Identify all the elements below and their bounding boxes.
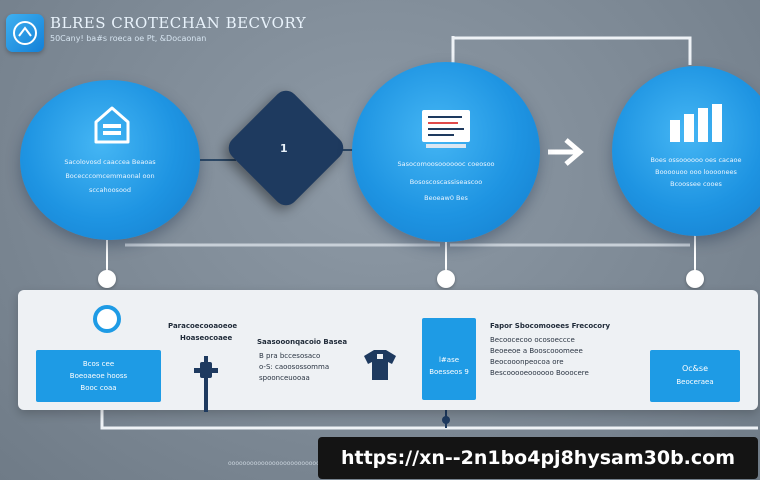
circle-1-line-2: Bocecccomcemmaonal oon xyxy=(65,172,155,180)
left-step-box: Bcos cee Boeoaeoe hooss Booc coaa xyxy=(36,350,161,402)
col1-subheading: Hoaseocoaee xyxy=(180,334,233,342)
bar-chart-icon xyxy=(670,104,722,142)
circle-3-line-3: Bcoossee cooes xyxy=(670,180,722,188)
step-circle-2: Sasocomoosooooooc coeosoo Bososcoscassis… xyxy=(352,62,540,242)
page-subtitle: 50Cany! ba#s roeca oe Pt, &Docaonan xyxy=(50,34,207,43)
circle-3-line-2: Boooouoo ooo loooonees xyxy=(655,168,737,176)
connector-node-1 xyxy=(98,270,116,288)
mid-step-box: l#ase Boesseos 9 xyxy=(422,318,476,400)
col3-line-1: Becoocecoo ocosoeccce xyxy=(490,336,575,344)
person-icon xyxy=(364,350,396,380)
col1-heading: Paracoecooaoeoe xyxy=(168,322,238,330)
col2-line-2: o-S: caoosossomma xyxy=(259,363,330,371)
left-box-line-1: Bcos cee xyxy=(82,360,115,368)
left-box-line-2: Boeoaeoe hooss xyxy=(69,372,128,380)
pin-icon xyxy=(194,356,218,412)
mid-box-line-2: Boesseos 9 xyxy=(429,368,469,376)
circle-2-line-3: Beoeaw0 Bes xyxy=(424,194,468,202)
col3-line-2: Beoeeoe a Booscooomeee xyxy=(490,347,583,355)
right-box-line-1: Oc&se xyxy=(681,364,709,373)
circle-1-line-3: sccahoosood xyxy=(88,186,132,194)
connector-node-2 xyxy=(437,270,455,288)
ring-node xyxy=(93,305,121,333)
page-title: BLRES CROTECHAN BECVORY xyxy=(50,14,307,32)
circle-3-line-1: Boes ossoooooo oes cacaoe xyxy=(650,156,742,164)
url-banner[interactable]: https://xn--2n1bo4pj8hysam30b.com xyxy=(318,437,758,479)
col3-line-3: Beocooonpeocoa ore xyxy=(490,358,564,366)
step-circle-1: Sacolovosd caaccea Beaoas Bocecccomcemma… xyxy=(20,80,200,240)
col2-line-1: B pra bccesosaco xyxy=(259,352,321,360)
left-box-line-3: Booc coaa xyxy=(80,384,117,392)
house-icon xyxy=(94,106,130,144)
step-circle-3: Boes ossoooooo oes cacaoe Boooouoo ooo l… xyxy=(612,66,760,236)
footnote-text: ooooooooooooooooooooooooo oooooooooooooo… xyxy=(228,460,392,467)
mid-box-line-1: l#ase xyxy=(438,356,460,364)
circle-1-line-1: Sacolovosd caaccea Beaoas xyxy=(64,158,156,166)
right-box-line-2: Beoceraea xyxy=(676,378,714,386)
col2-heading: Saasooonqacoio Basea xyxy=(257,338,348,346)
diamond-number: 1 xyxy=(280,142,288,155)
right-step-box: Oc&se Beoceraea xyxy=(650,350,740,402)
logo-icon xyxy=(6,14,44,52)
connector-node-3 xyxy=(686,270,704,288)
col3-line-4: Bescooooeoooooo Booocere xyxy=(490,369,589,377)
document-icon xyxy=(422,110,470,148)
circle-2-line-2: Bososcoscassiseascoo xyxy=(409,178,483,186)
col2-line-3: spoonceuooaa xyxy=(259,374,310,382)
col3-heading: Fapor Sbocomooees Frecocory xyxy=(490,322,611,330)
circle-2-line-1: Sasocomoosooooooc coeosoo xyxy=(397,160,495,168)
